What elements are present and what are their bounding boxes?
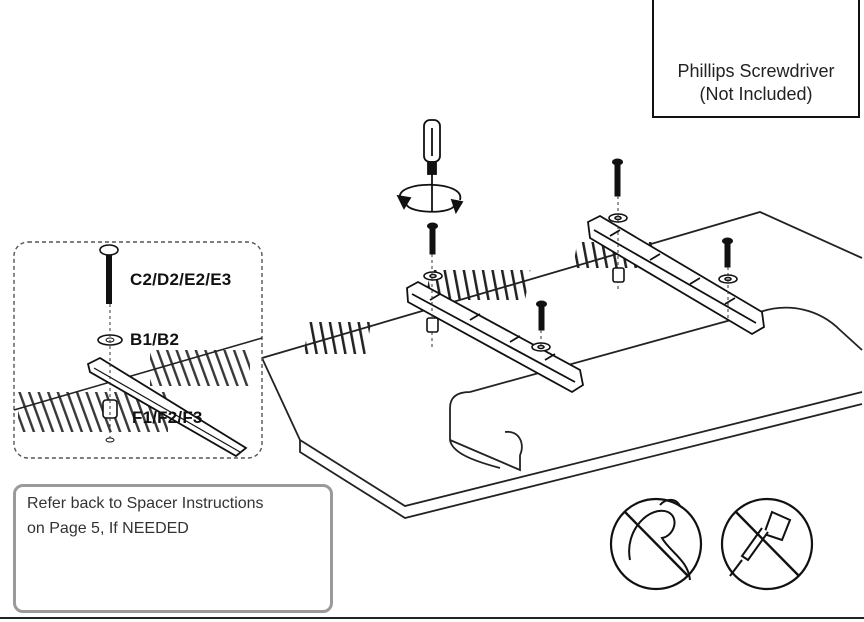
tool-note: (Not Included)	[699, 84, 813, 104]
screw-part-label: C2/D2/E2/E3	[130, 270, 232, 289]
spacer-reference-box	[13, 484, 333, 613]
detail-inset	[13, 241, 263, 459]
spacer-reference-text: Refer back to Spacer Instructions on Pag…	[27, 491, 327, 541]
tool-callout-box	[652, 0, 860, 118]
washer-part-label: B1/B2	[130, 330, 180, 349]
spacer-part-label: F1/F2/F3	[132, 408, 203, 427]
main-washers	[423, 213, 738, 352]
no-power-drill-icon	[720, 497, 814, 591]
tool-name: Phillips Screwdriver	[677, 61, 835, 81]
bottom-rule	[0, 617, 864, 619]
reference-line-2: on Page 5, If NEEDED	[27, 520, 189, 537]
tool-label: Phillips Screwdriver (Not Included)	[652, 60, 860, 106]
left-bracket	[406, 280, 585, 394]
reference-line-1: Refer back to Spacer Instructions	[27, 495, 264, 512]
right-bracket	[587, 214, 765, 336]
screwdriver-in-use-icon	[396, 119, 464, 215]
no-excessive-force-icon	[609, 497, 703, 591]
main-spacers	[426, 267, 625, 333]
